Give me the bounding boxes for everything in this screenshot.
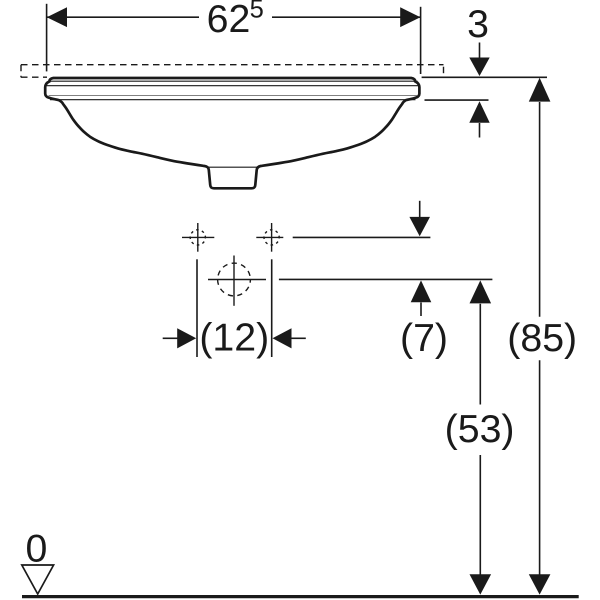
svg-text:3: 3 (467, 2, 489, 46)
svg-text:0: 0 (26, 526, 48, 570)
svg-text:(85): (85) (507, 316, 577, 360)
svg-text:(7): (7) (400, 316, 448, 360)
svg-text:(12): (12) (199, 316, 269, 360)
svg-text:62: 62 (207, 0, 251, 41)
svg-text:(53): (53) (445, 407, 515, 451)
svg-text:5: 5 (250, 0, 264, 23)
